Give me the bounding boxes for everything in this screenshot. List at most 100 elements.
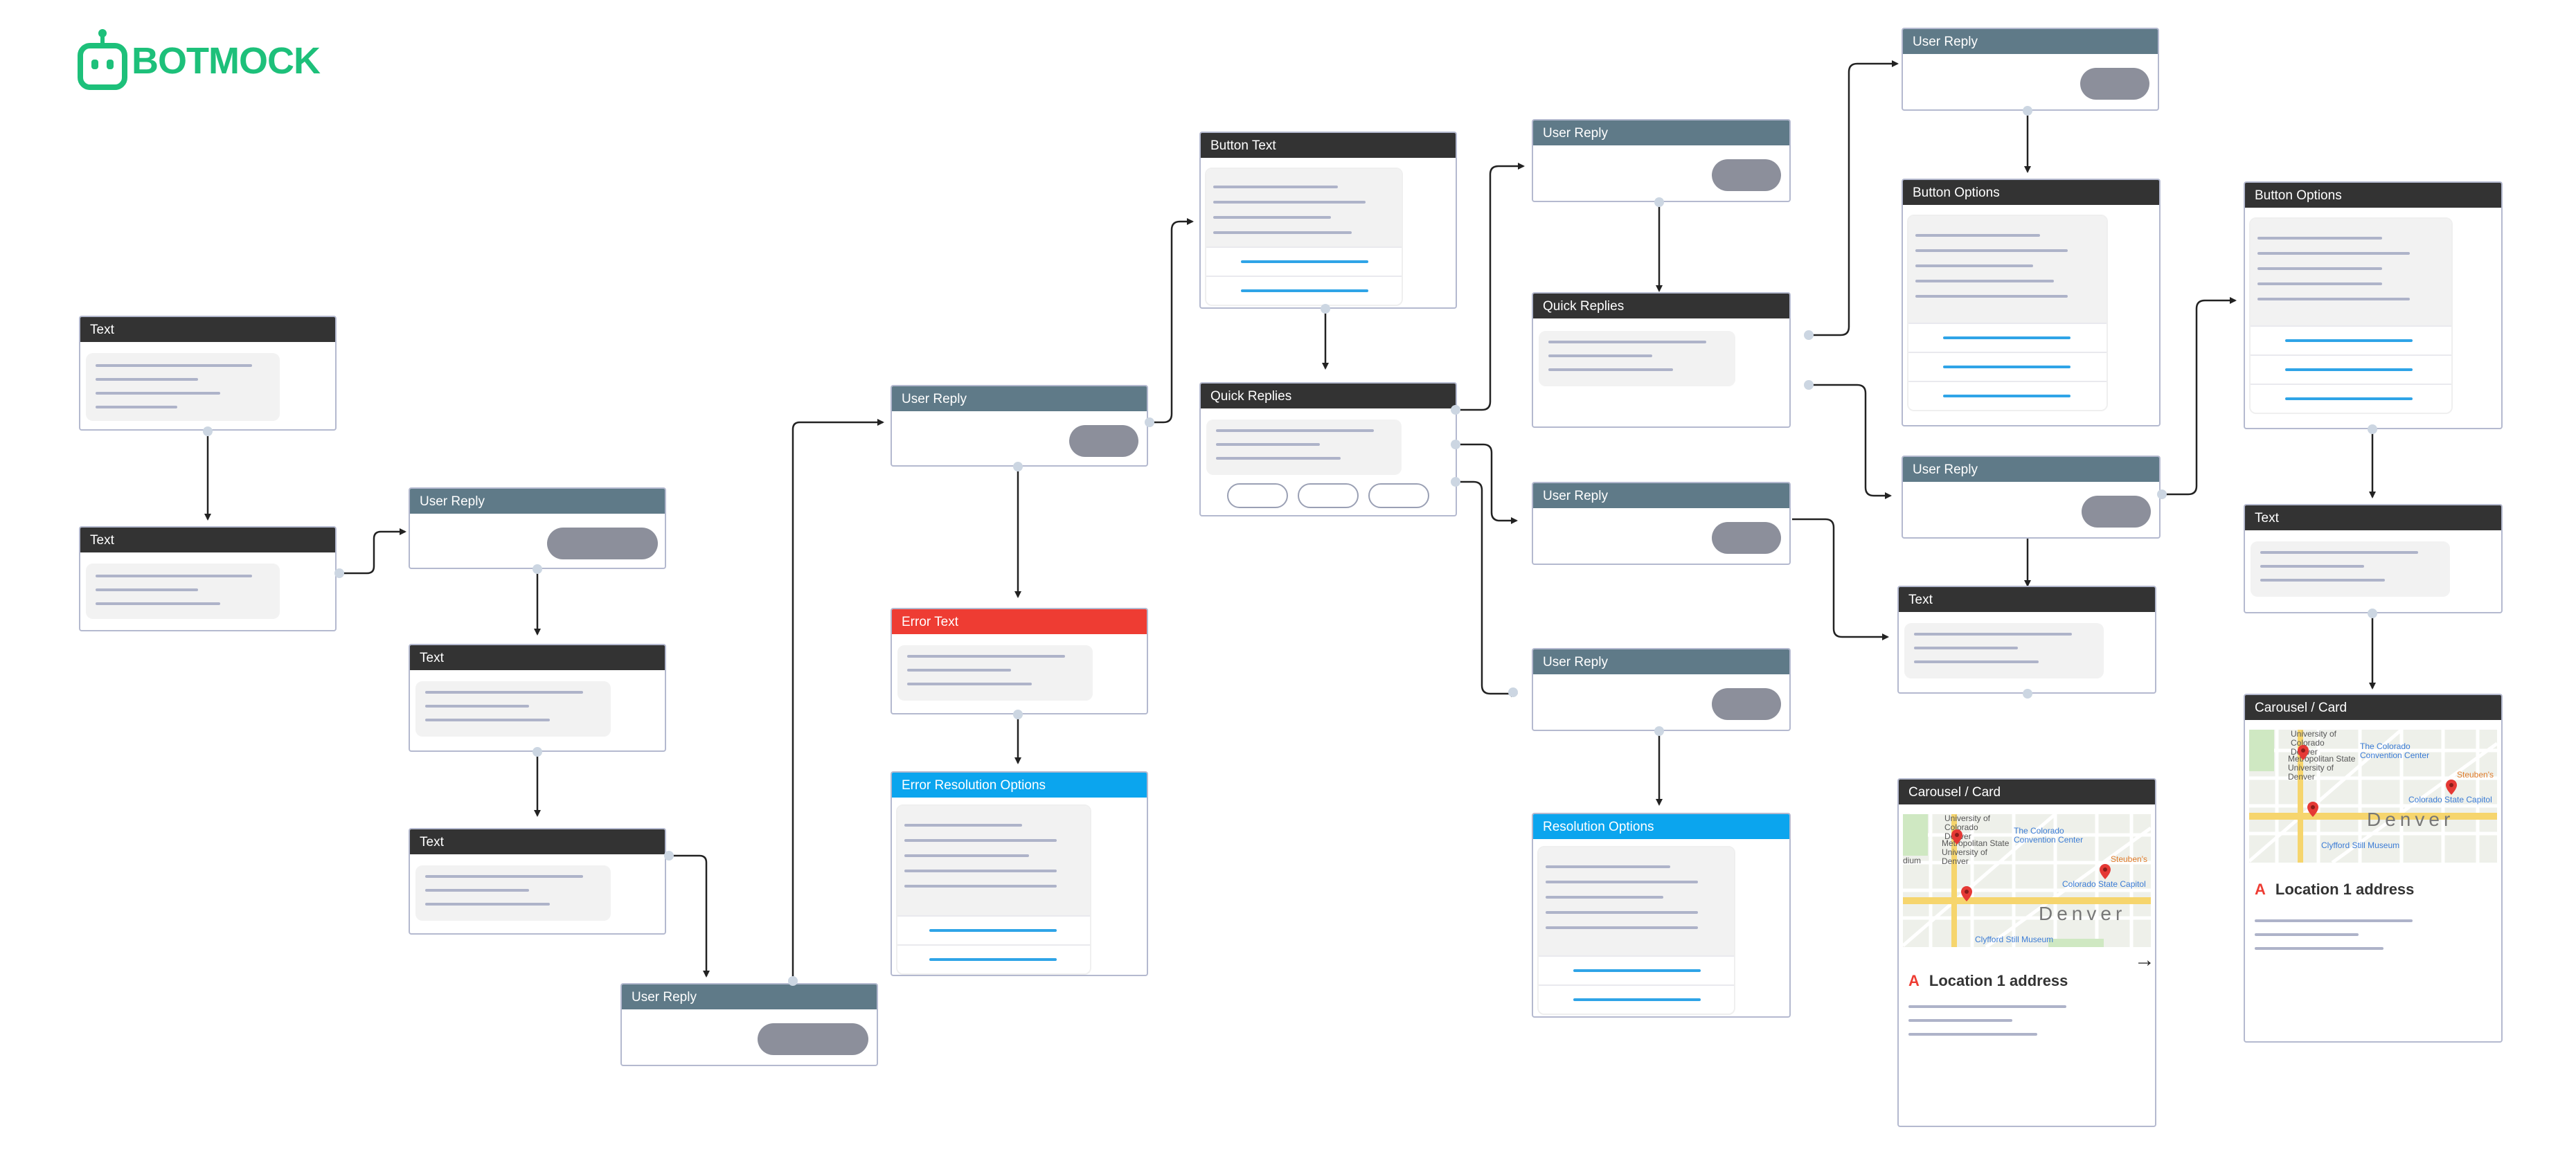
connection-port[interactable]: [2368, 609, 2377, 618]
node-user-reply[interactable]: User Reply: [620, 983, 878, 1066]
option-button[interactable]: [2251, 325, 2451, 354]
message-bubble: [1539, 331, 1735, 386]
connection-port[interactable]: [1321, 304, 1330, 314]
message-bubble: [1206, 420, 1402, 475]
node-title: User Reply: [622, 984, 877, 1009]
map-label: Clyfford Still Museum: [2321, 840, 2400, 850]
map-pin-icon: [1951, 829, 1962, 845]
option-button[interactable]: [1206, 246, 1402, 276]
connector: [1456, 443, 1518, 524]
option-button[interactable]: [897, 915, 1090, 944]
marker-label: A: [2255, 881, 2266, 898]
map-preview: University of Colorado Denver Metropolit…: [1903, 814, 2151, 947]
node-title: Text: [80, 528, 335, 552]
node-text[interactable]: Text: [1897, 586, 2156, 694]
map-label: Clyfford Still Museum: [1975, 935, 2054, 944]
option-button[interactable]: [1539, 955, 1734, 984]
location-address-text: Location 1 address: [2275, 881, 2415, 898]
connection-port[interactable]: [1013, 462, 1023, 471]
button-block: [1907, 215, 2108, 411]
node-text[interactable]: Text: [79, 316, 337, 431]
connection-port[interactable]: [664, 851, 674, 861]
connection-port[interactable]: [1145, 417, 1154, 427]
connector: [1809, 384, 1892, 499]
node-title: Error Text: [892, 609, 1147, 634]
message-bubble: [897, 645, 1093, 701]
option-button[interactable]: [1908, 323, 2107, 352]
connection-port[interactable]: [1654, 197, 1664, 207]
node-user-reply[interactable]: User Reply: [891, 385, 1148, 467]
map-label: Steuben's: [2111, 854, 2147, 864]
node-title: Button Text: [1201, 133, 1456, 158]
option-button[interactable]: [1206, 276, 1402, 305]
reply-bubble: [2082, 496, 2151, 528]
map-label: Denver: [2367, 809, 2455, 830]
botmock-logo: BOTMOCK: [76, 26, 321, 96]
connection-port[interactable]: [1451, 477, 1460, 487]
node-user-reply[interactable]: User Reply: [1532, 648, 1791, 731]
connection-port[interactable]: [1804, 380, 1814, 390]
node-text[interactable]: Text: [409, 828, 666, 935]
reply-bubble: [1069, 425, 1138, 457]
connector: [1809, 60, 1899, 336]
node-quick-replies[interactable]: Quick Replies: [1199, 382, 1457, 516]
node-title: Carousel / Card: [2245, 695, 2501, 720]
connection-port[interactable]: [1451, 405, 1460, 415]
node-text[interactable]: Text: [409, 644, 666, 752]
node-quick-replies[interactable]: Quick Replies: [1532, 292, 1791, 428]
robot-logo-icon: [78, 29, 127, 90]
map-label: The Colorado Convention Center: [2360, 741, 2430, 760]
button-block: [1205, 168, 1403, 306]
connection-port[interactable]: [2157, 489, 2167, 499]
connection-port[interactable]: [1654, 726, 1664, 736]
node-carousel-card[interactable]: Carousel / Card University of Colorado D…: [1897, 778, 2156, 1127]
connection-port[interactable]: [788, 976, 798, 986]
option-button[interactable]: [1908, 381, 2107, 410]
option-button[interactable]: [1539, 984, 1734, 1014]
connection-port[interactable]: [1804, 330, 1814, 340]
node-button-options[interactable]: Button Options: [2244, 181, 2503, 429]
quick-reply-chip[interactable]: [1298, 483, 1359, 508]
connection-port[interactable]: [533, 564, 542, 574]
map-label: Denver: [2039, 903, 2127, 924]
node-error-resolution-options[interactable]: Error Resolution Options: [891, 771, 1148, 976]
reply-bubble: [547, 528, 658, 559]
connector: [1456, 480, 1518, 697]
option-button[interactable]: [2251, 354, 2451, 384]
node-text[interactable]: Text: [2244, 504, 2503, 613]
node-carousel-card[interactable]: Carousel / Card University of Colorado D…: [2244, 694, 2503, 1043]
option-button[interactable]: [1908, 352, 2107, 381]
node-text[interactable]: Text: [79, 526, 337, 631]
node-user-reply[interactable]: User Reply: [1532, 482, 1791, 565]
connection-port[interactable]: [203, 426, 213, 436]
node-user-reply[interactable]: User Reply: [1532, 119, 1791, 202]
option-button[interactable]: [897, 944, 1090, 973]
connection-port[interactable]: [1508, 687, 1518, 697]
node-button-text[interactable]: Button Text: [1199, 132, 1457, 309]
arrow-right-icon[interactable]: →: [2134, 948, 2155, 971]
node-resolution-options[interactable]: Resolution Options: [1532, 813, 1791, 1018]
message-bubble: [415, 865, 611, 921]
connection-port[interactable]: [2023, 689, 2032, 699]
node-user-reply[interactable]: User Reply: [409, 487, 666, 569]
node-title: Carousel / Card: [1899, 780, 2155, 804]
connection-port[interactable]: [1013, 710, 1023, 719]
quick-reply-chip[interactable]: [1227, 483, 1288, 508]
connection-port[interactable]: [334, 568, 344, 578]
node-user-reply[interactable]: User Reply: [1902, 28, 2159, 111]
node-title: User Reply: [410, 489, 665, 514]
option-button[interactable]: [2251, 384, 2451, 413]
node-title: User Reply: [892, 386, 1147, 411]
map-pin-icon: [2298, 745, 2309, 760]
node-error-text[interactable]: Error Text: [891, 608, 1148, 714]
connection-port[interactable]: [2368, 424, 2377, 434]
node-button-options[interactable]: Button Options: [1902, 179, 2161, 426]
connection-port[interactable]: [2023, 106, 2032, 116]
connector: [791, 419, 884, 983]
connection-port[interactable]: [1451, 440, 1460, 449]
connection-port[interactable]: [533, 747, 542, 757]
quick-reply-chip[interactable]: [1368, 483, 1429, 508]
node-user-reply[interactable]: User Reply: [1902, 456, 2161, 539]
